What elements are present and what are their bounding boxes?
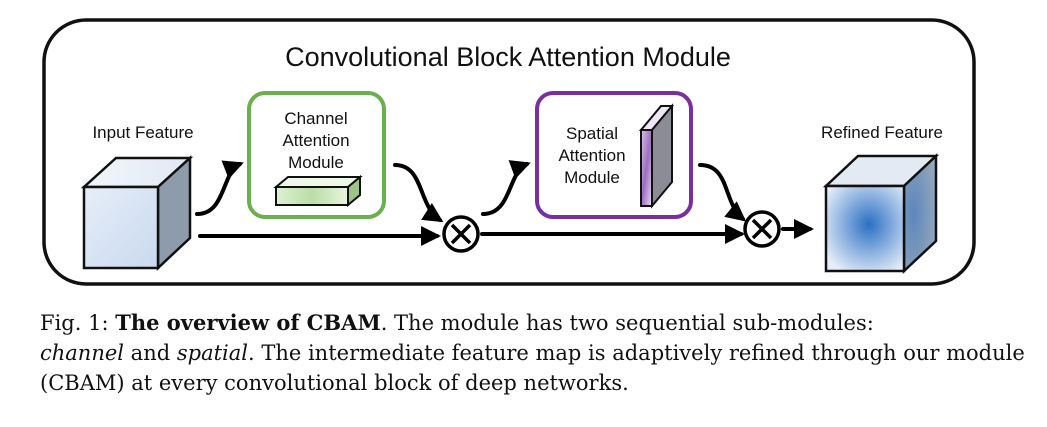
refined-feature-label: Refined Feature [821, 123, 943, 142]
spatial-to-multiply-2-arrow [698, 163, 747, 222]
module-frame [42, 18, 976, 286]
input-feature-cube [80, 155, 194, 271]
caption-text-2: . The intermediate feature map is adapti… [40, 341, 1025, 395]
cbam-diagram: Convolutional Block Attention Module Inp… [42, 18, 976, 286]
channel-line-1: Channel [284, 109, 347, 128]
spatial-line-1: Spatial [566, 124, 618, 143]
channel-attention-vector [273, 174, 363, 208]
spatial-attention-map [638, 103, 675, 209]
caption-channel-term: channel [40, 341, 124, 365]
caption-spatial-term: spatial [176, 341, 248, 365]
caption-bold-title: The overview of CBAM [115, 310, 381, 335]
channel-line-3: Module [288, 153, 344, 172]
caption-text-1: . The module has two sequential sub-modu… [380, 311, 874, 335]
refined-feature-cube [822, 153, 940, 274]
input-feature-label: Input Feature [92, 123, 193, 142]
spatial-attention-box [535, 91, 693, 219]
channel-to-multiply-1-arrow [393, 163, 444, 223]
spatial-line-3: Module [564, 168, 620, 187]
diagram-title: Convolutional Block Attention Module [285, 42, 731, 72]
caption-prefix: Fig. 1: [40, 311, 116, 335]
multiply-icon [442, 215, 480, 253]
channel-attention-box [247, 91, 386, 219]
figure-caption: Fig. 1: The overview of CBAM. The module… [40, 308, 1030, 398]
multiply-icon [743, 210, 781, 248]
channel-line-2: Attention [282, 131, 349, 150]
caption-and: and [124, 341, 177, 365]
multiply-1-to-spatial-arrow [481, 160, 531, 216]
spatial-line-2: Attention [558, 146, 625, 165]
input-to-channel-arrow [195, 160, 244, 216]
